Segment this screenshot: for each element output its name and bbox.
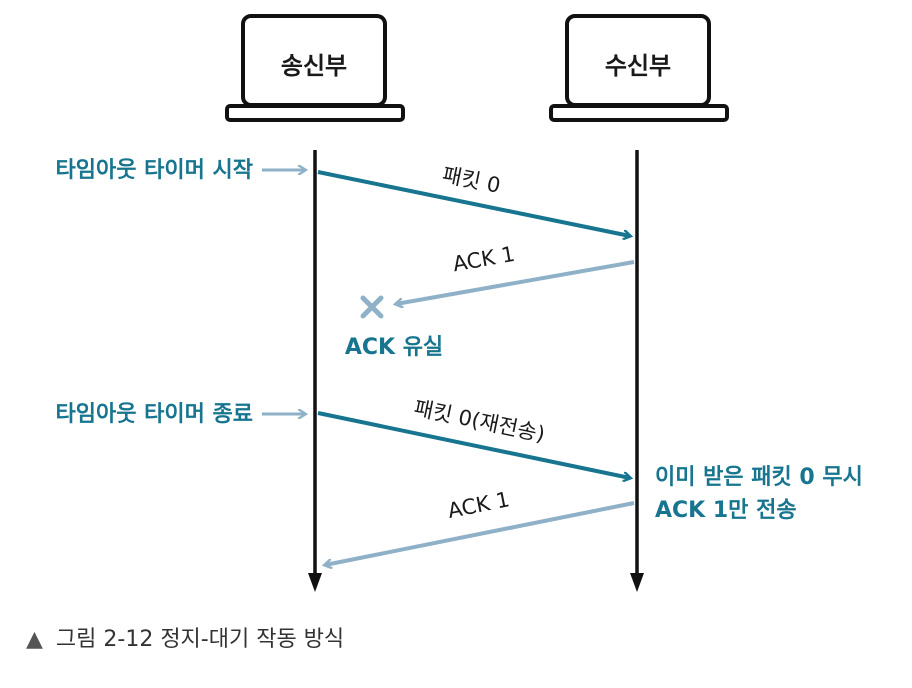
- sender-timeline-arrowhead: [308, 573, 322, 592]
- ack-loss-label: ACK 유실: [345, 335, 443, 360]
- sender-label: 송신부: [281, 52, 347, 80]
- loss-x-icon: [360, 295, 384, 319]
- ack1-second-label: ACK 1: [446, 487, 512, 523]
- receiver-timeline-arrowhead: [630, 573, 644, 592]
- receiver-note-line2: ACK 1만 전송: [655, 498, 797, 523]
- ack1-first-arrow: [396, 260, 635, 304]
- figure-caption: ▲ 그림 2-12 정지-대기 작동 방식: [26, 627, 344, 652]
- packet0-arrow: [317, 170, 630, 236]
- receiver-label: 수신부: [605, 52, 671, 80]
- timeout-start-label: 타임아웃 타이머 시작: [56, 158, 253, 183]
- packet0-retx-arrow: [317, 411, 630, 478]
- ack1-first-label: ACK 1: [451, 242, 517, 276]
- sender-laptop-icon: [225, 14, 405, 122]
- ack1-second-arrow: [325, 501, 635, 565]
- packet0-retx-label: 패킷 0(재전송): [412, 396, 547, 447]
- caption-text: 그림 2-12 정지-대기 작동 방식: [56, 627, 344, 652]
- timeout-end-label: 타임아웃 타이머 종료: [56, 402, 253, 427]
- caption-marker: ▲: [26, 627, 43, 652]
- receiver-note-line1: 이미 받은 패킷 0 무시: [655, 465, 863, 490]
- packet0-label: 패킷 0: [440, 162, 502, 197]
- receiver-laptop-icon: [549, 14, 729, 122]
